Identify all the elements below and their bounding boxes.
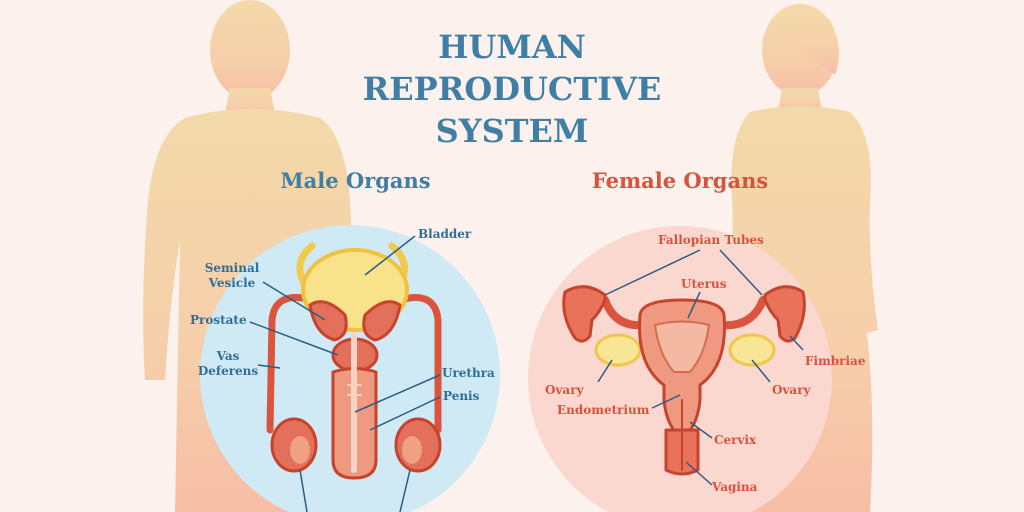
label-vas-deferens-line2: Deferens [197,364,259,378]
label-seminal-vesicle-line1: Seminal [204,261,260,275]
label-bladder: Bladder [418,227,472,241]
female-organs-heading: Female Organs [591,168,769,193]
ovary-left [594,333,642,367]
label-ovary-right: Ovary [772,383,811,397]
female-organs-illustration [562,285,806,476]
label-vas-deferens-line1: Vas [216,349,240,363]
male-organs-heading: Male Organs [280,168,431,193]
title-line-1: HUMAN [438,28,586,66]
label-seminal-vesicle-line2: Vesicle [208,276,256,290]
endometrium [654,320,710,373]
label-cervix: Cervix [714,433,757,447]
label-vas-deferens: Vas Deferens [196,349,260,379]
male-leader-lines [249,235,441,512]
label-urethra: Urethra [442,366,495,380]
label-ovary-left: Ovary [545,383,584,397]
label-vagina: Vagina [712,480,758,494]
main-title: HUMAN REPRODUCTIVE SYSTEM [312,26,712,152]
fimbriae-left [562,285,607,343]
male-organs-illustration [266,242,442,480]
female-leader-lines [597,249,804,486]
label-penis: Penis [443,389,480,403]
label-fimbriae: Fimbriae [805,354,866,368]
label-endometrium: Endometrium [557,403,650,417]
title-line-3: SYSTEM [435,112,589,150]
seminal-vesicle [308,300,348,342]
title-line-2: REPRODUCTIVE [362,70,662,108]
label-prostate: Prostate [190,313,247,327]
label-fallopian-tubes: Fallopian Tubes [658,233,764,247]
label-seminal-vesicle: Seminal Vesicle [200,261,264,291]
label-uterus: Uterus [681,277,727,291]
ovary-right [728,333,776,367]
fimbriae-right [763,285,806,343]
